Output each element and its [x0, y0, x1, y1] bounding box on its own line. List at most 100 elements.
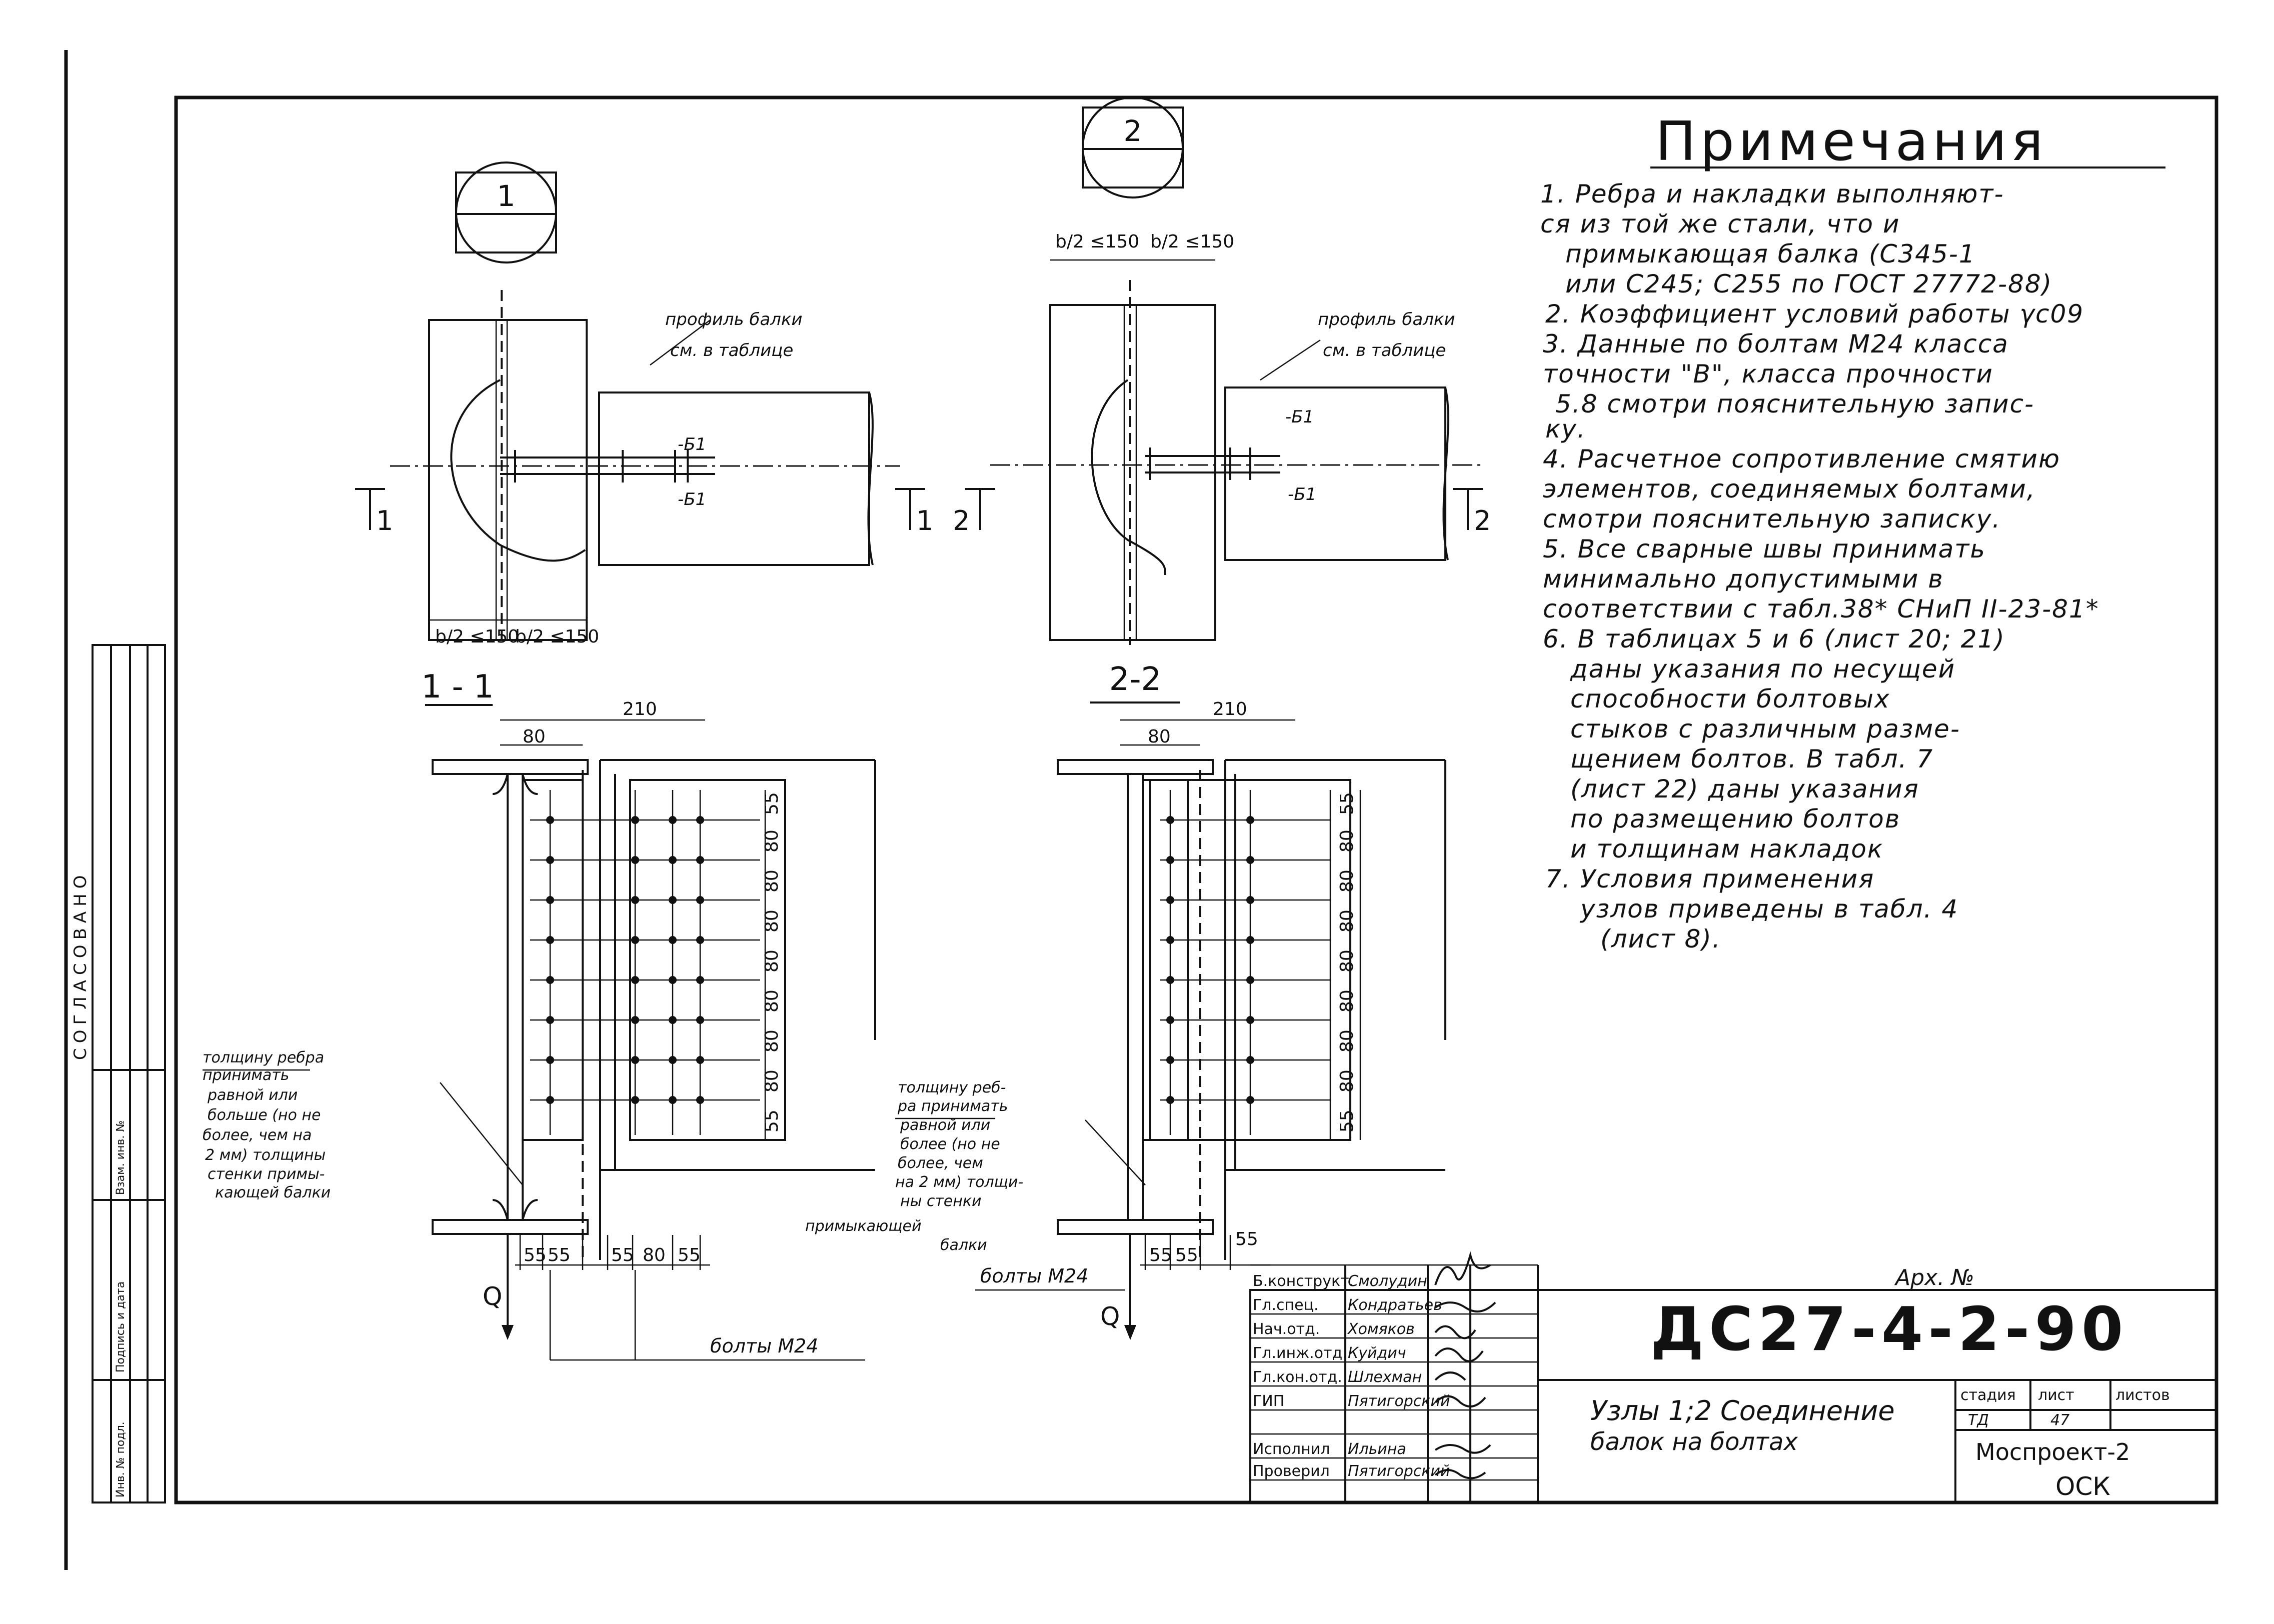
- note-line-22: по размещению болтов: [1570, 804, 1900, 834]
- section2-dim-inner: 80: [1148, 726, 1171, 747]
- section2-top-flange: [1057, 759, 1214, 775]
- section1-vdim-4: 80: [762, 910, 782, 932]
- section2-vdim-2: 80: [1337, 830, 1357, 852]
- section2-note-line-7: ны стенки: [900, 1192, 982, 1210]
- tb-role-3: Нач.отд.: [1253, 1320, 1320, 1338]
- note-line-1: 1. Ребра и накладки выполняют-: [1540, 180, 2004, 208]
- section2-note-line-2: ра принимать: [897, 1098, 1008, 1115]
- tb-name-2: Кондратьев: [1348, 1296, 1442, 1314]
- section2-bdim-2: 55: [1175, 1245, 1198, 1266]
- tb-role-9: Проверил: [1253, 1462, 1330, 1480]
- tb-name-3: Хомяков: [1347, 1320, 1415, 1338]
- section2-title: 2-2: [1109, 661, 1162, 698]
- node1-profile-label-1: профиль балки: [665, 310, 803, 330]
- note-line-24: 7. Условия применения: [1545, 864, 1874, 894]
- signatures: [1434, 1251, 1496, 1480]
- section2-vdim-3: 80: [1337, 870, 1357, 892]
- note-line-15: соответствии с табл.38* СНиП II-23-81*: [1543, 594, 2099, 624]
- tb-name-1: Смолудин: [1348, 1272, 1427, 1290]
- side-stamp: СОГЛАСОВАНО Взам. инв. № Подпись и дата …: [71, 644, 166, 1504]
- node2-mark: 2: [1124, 114, 1142, 148]
- tb-name-5: Шлехман: [1348, 1368, 1422, 1386]
- note-line-23: и толщинам накладок: [1570, 834, 1883, 864]
- col-sheet: лист: [2038, 1386, 2074, 1404]
- note-line-8: 5.8 смотри пояснительную запис-: [1555, 390, 2034, 418]
- stage-value: ТД: [1968, 1412, 1989, 1429]
- section2-note: толщину реб- ра принимать равной или бол…: [805, 1079, 1146, 1254]
- tb-name-9: Пятигорский: [1348, 1462, 1450, 1480]
- section2-vertical-dims: 55 80 80 80 80 80 80 80 55: [1337, 792, 1357, 1132]
- node2-profile-label-2: см. в таблице: [1323, 340, 1446, 360]
- note-line-2: ся из той же стали, что и: [1540, 210, 1900, 238]
- section1-bdim-4: 80: [643, 1245, 666, 1266]
- section1-vertical-dims: 55 80 80 80 80 80 80 80 55: [762, 792, 782, 1132]
- section2-load: Q: [1100, 1302, 1120, 1331]
- section1-note-line-3: равной или: [207, 1086, 298, 1104]
- notes-block: Примечания 1. Ребра и накладки выполняют…: [1540, 110, 2165, 954]
- section2-note-line-3: равной или: [900, 1116, 990, 1134]
- section1: 1 - 1 210 80: [203, 668, 876, 1361]
- node1-dim-right: b/2 ≤150: [515, 626, 599, 647]
- section1-vdim-3: 80: [762, 870, 782, 892]
- tb-role-2: Гл.спец.: [1253, 1296, 1319, 1314]
- section2-bdim-1: 55: [1149, 1245, 1172, 1266]
- section1-bottom-flange: [432, 1219, 589, 1235]
- side-stamp-cell-2: Подпись и дата: [115, 1282, 127, 1372]
- section2-note-line-5: более, чем: [898, 1154, 983, 1172]
- node2-dim-right: b/2 ≤150: [1150, 232, 1234, 252]
- section1-note-line-4: больше (но не: [208, 1106, 321, 1124]
- section1-bolts-label: болты М24: [710, 1335, 818, 1357]
- note-line-10: 4. Расчетное сопротивление смятию: [1543, 444, 2060, 474]
- section1-dim-inner: 80: [523, 726, 546, 747]
- section1-vdim-8: 80: [762, 1070, 782, 1092]
- section2-bolts-label: болты М24: [980, 1265, 1088, 1287]
- node2-cut-left: 2: [953, 505, 970, 536]
- section2-vdim-1: 55: [1337, 792, 1357, 815]
- node2-marker-circle: [1082, 96, 1184, 198]
- section1-vdim-7: 80: [762, 1030, 782, 1052]
- section1-note-line-5: более, чем на: [203, 1126, 312, 1144]
- title-block: Арх. № Б.конструкт. Смолудин Гл.спец. Ко…: [1249, 1251, 2217, 1504]
- node1-mark: 1: [497, 179, 516, 213]
- node1-b1-bot: -Б1: [678, 490, 706, 510]
- section1-bdim-2: 55: [548, 1245, 571, 1266]
- note-line-18: способности болтовых: [1570, 684, 1890, 714]
- node2-cut-right: 2: [1474, 505, 1491, 536]
- drawing-frame: [174, 96, 2218, 1504]
- col-stage: стадия: [1960, 1386, 2016, 1404]
- note-line-16: 6. В таблицах 5 и 6 (лист 20; 21): [1543, 624, 2005, 654]
- node1-b1-top: -Б1: [678, 434, 706, 454]
- note-line-19: стыков с различным разме-: [1570, 714, 1960, 744]
- section1-dim-total: 210: [623, 699, 657, 720]
- drawing-code: ДС27-4-2-90: [1650, 1295, 2128, 1364]
- note-line-21: (лист 22) даны указания: [1570, 774, 1919, 804]
- section1-note: толщину ребра принимать равной или больш…: [203, 1049, 523, 1202]
- section2-vdim-7: 80: [1337, 1030, 1357, 1052]
- note-line-17: даны указания по несущей: [1570, 654, 1955, 684]
- tb-role-5: Гл.кон.отд.: [1253, 1368, 1342, 1386]
- tb-name-6: Пятигорский: [1348, 1392, 1450, 1410]
- note-line-9: ку.: [1545, 414, 1586, 444]
- node1-marker-circle: [455, 162, 557, 264]
- section1-vdim-9: 55: [762, 1110, 782, 1132]
- section2-vdim-8: 80: [1337, 1070, 1357, 1092]
- section2-vdim-9: 55: [1337, 1110, 1357, 1132]
- note-line-5: 2. Коэффициент условий работы γc09: [1545, 300, 2084, 328]
- tb-role-8: Исполнил: [1253, 1440, 1330, 1458]
- notes-title: Примечания: [1655, 110, 2047, 173]
- tb-role-1: Б.конструкт.: [1253, 1272, 1354, 1290]
- archive-label: Арх. №: [1894, 1265, 1974, 1290]
- section1-note-line-7: стенки примы-: [208, 1166, 325, 1183]
- side-stamp-cell-3: Инв. № подл.: [115, 1422, 127, 1498]
- col-sheets: листов: [2115, 1386, 2170, 1404]
- section1-stiffener: [522, 779, 584, 1141]
- sheet-title-1: Узлы 1;2 Соединение: [1590, 1395, 1895, 1426]
- note-line-7: точности "В", класса прочности: [1543, 360, 1993, 388]
- note-line-6: 3. Данные по болтам М24 класса: [1543, 330, 2009, 358]
- section1-note-line-6: 2 мм) толщины: [205, 1146, 326, 1164]
- section1-vdim-6: 80: [762, 990, 782, 1012]
- section2-vdim-6: 80: [1337, 990, 1357, 1012]
- section2-vdim-5: 80: [1337, 950, 1357, 972]
- section1-note-line-2: принимать: [203, 1066, 289, 1084]
- section1-bdim-5: 55: [678, 1245, 701, 1266]
